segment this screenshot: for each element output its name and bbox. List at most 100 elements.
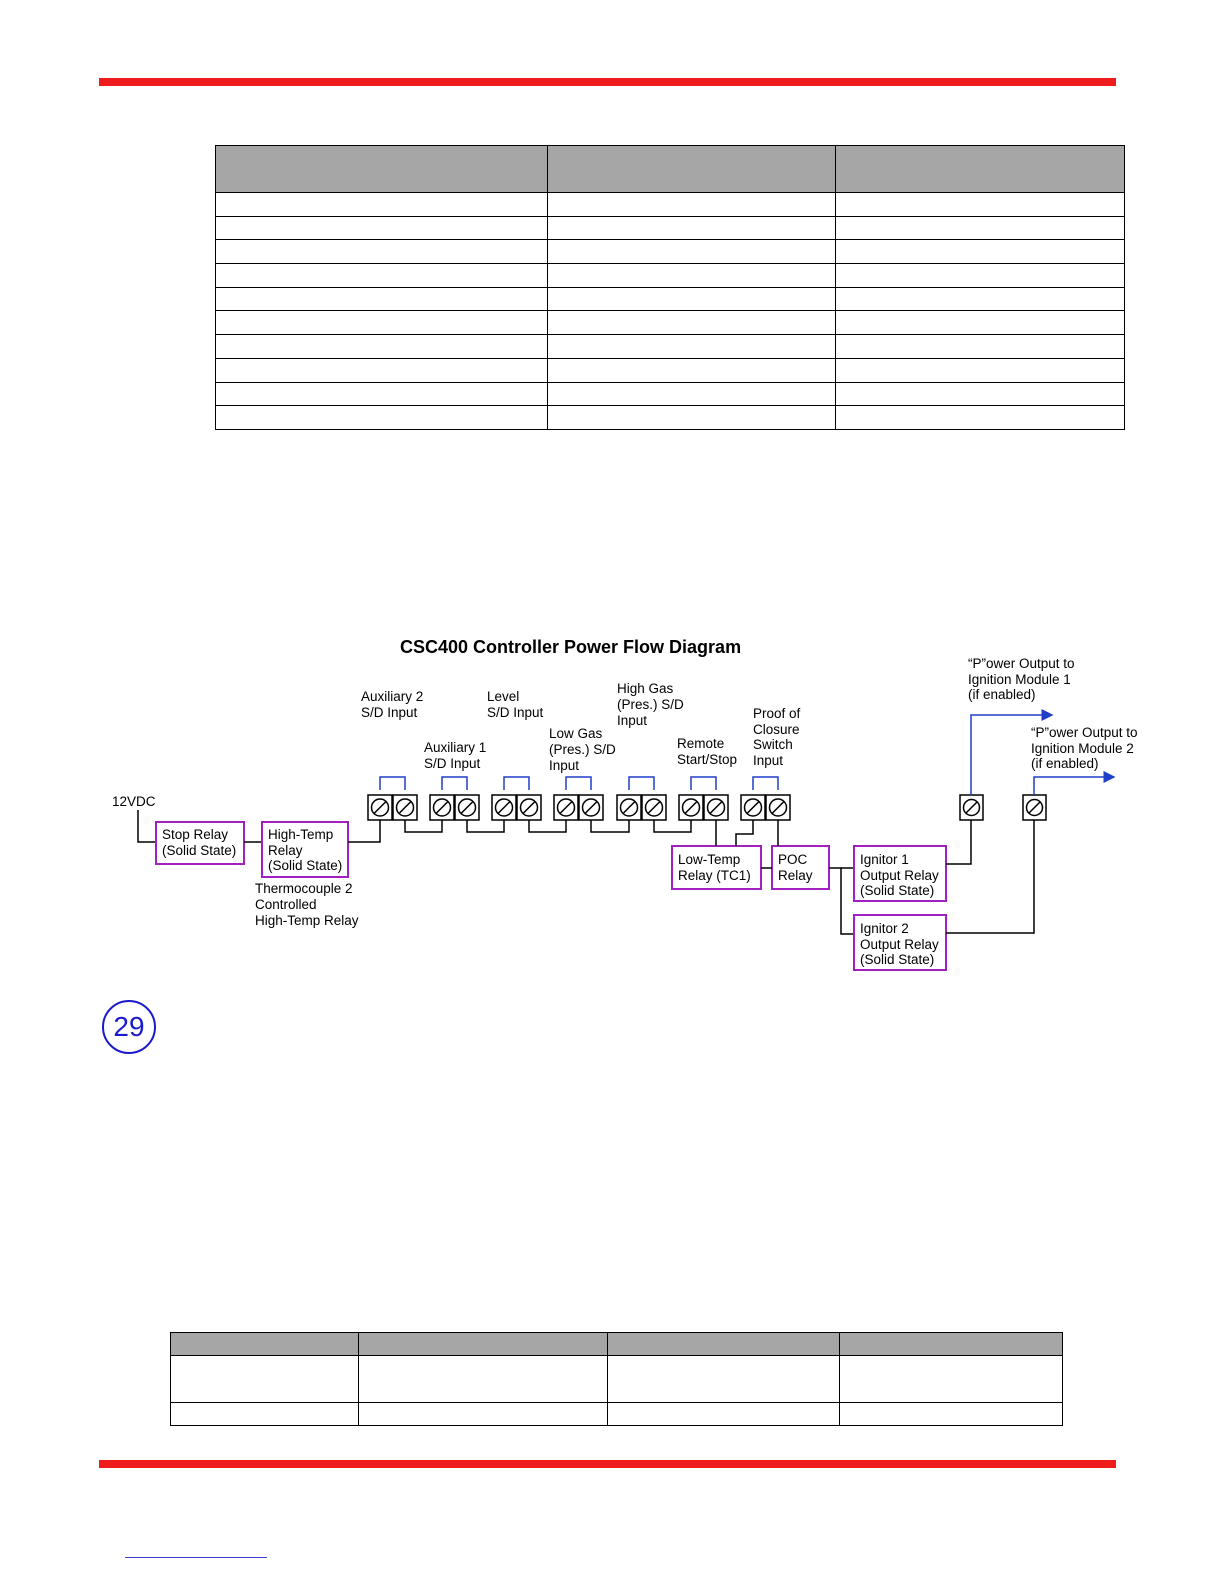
table-1-header-row	[215, 145, 1125, 193]
table-cell	[839, 1402, 1063, 1426]
high-temp-relay: High-Temp Relay (Solid State)	[261, 821, 349, 878]
power-output-arrow-1	[970, 709, 1054, 795]
table-cell	[835, 263, 1125, 288]
jumper-icon	[441, 776, 468, 790]
input-label-high-gas: (Pres.) S/D	[617, 697, 684, 712]
series-wire	[653, 820, 692, 833]
table-cell	[835, 405, 1125, 430]
series-wire	[404, 820, 443, 833]
poc-relay-label: Relay	[778, 868, 813, 883]
high-temp-note: High-Temp Relay	[255, 913, 359, 928]
table-cell	[358, 1355, 608, 1403]
high-temp-relay-label: Relay	[268, 843, 303, 858]
screw-terminal-icon	[641, 794, 667, 821]
ignitor-2-label: Ignitor 2	[860, 921, 909, 936]
table-1-header-cell	[835, 145, 1125, 193]
input-label-remote: Start/Stop	[677, 752, 737, 767]
input-label-remote: Remote	[677, 736, 724, 751]
input-label-high-gas: High Gas	[617, 681, 674, 696]
input-label-low-gas: Low Gas	[549, 726, 603, 741]
output-terminal-2	[1022, 794, 1047, 821]
table-row	[215, 357, 1125, 383]
ignitor-2-relay: Ignitor 2 Output Relay (Solid State)	[853, 914, 947, 971]
stop-relay-label: Stop Relay	[162, 827, 228, 842]
table-cell	[835, 286, 1125, 312]
terminal-strip	[367, 776, 791, 833]
screw-terminal-icon	[616, 794, 642, 821]
table-2-header-cell	[607, 1332, 840, 1356]
table-cell	[358, 1402, 608, 1426]
table-cell	[547, 286, 836, 312]
table-cell	[835, 334, 1125, 359]
supply-wire	[137, 810, 156, 843]
table-cell	[215, 239, 548, 265]
table-cell	[835, 357, 1125, 383]
table-row	[215, 381, 1125, 407]
stop-relay-label: (Solid State)	[162, 843, 236, 858]
table-cell	[835, 192, 1125, 217]
table-cell	[215, 215, 548, 241]
table-2	[170, 1332, 1063, 1426]
table-cell	[215, 357, 548, 383]
screw-terminal-icon	[678, 794, 704, 821]
table-2-header-cell	[839, 1332, 1063, 1356]
bottom-red-rule	[99, 1460, 1116, 1468]
table-1-header-cell	[547, 145, 836, 193]
table-cell	[215, 192, 548, 217]
footer-link-underline	[125, 1557, 267, 1558]
table-cell	[547, 405, 836, 430]
table-cell	[835, 239, 1125, 265]
screw-terminal-icon	[553, 794, 579, 821]
input-label-low-gas: Input	[549, 758, 579, 773]
table-cell	[215, 381, 548, 407]
output-label-2: Ignition Module 2	[1031, 741, 1134, 756]
table-cell	[839, 1355, 1063, 1403]
table-cell	[835, 215, 1125, 241]
table-cell	[547, 192, 836, 217]
table-cell	[607, 1402, 840, 1426]
screw-terminal-icon	[703, 794, 729, 821]
terminal-pair-proof	[740, 776, 791, 821]
input-label-low-gas: (Pres.) S/D	[549, 742, 616, 757]
table-cell	[547, 381, 836, 407]
table-cell	[547, 357, 836, 383]
poc-relay-label: POC	[778, 852, 808, 867]
jumper-icon	[503, 776, 530, 790]
table-row	[215, 334, 1125, 359]
diagram-title: CSC400 Controller Power Flow Diagram	[400, 637, 741, 657]
supply-label: 12VDC	[112, 794, 156, 809]
output-label-2: (if enabled)	[1031, 756, 1099, 771]
table-row	[215, 263, 1125, 288]
screw-terminal-icon	[740, 794, 766, 821]
input-label-aux1: S/D Input	[424, 756, 481, 771]
input-label-high-gas: Input	[617, 713, 647, 728]
screw-terminal-icon	[765, 794, 791, 821]
series-wire	[590, 820, 630, 833]
table-row	[215, 239, 1125, 265]
output-label-1: “P”ower Output to	[968, 656, 1075, 671]
ignitor-1-label: (Solid State)	[860, 883, 934, 898]
ignitor-1-label: Output Relay	[860, 868, 939, 883]
table-cell	[835, 381, 1125, 407]
table-cell	[607, 1355, 840, 1403]
terminal-pair-aux1	[429, 776, 480, 821]
series-wire	[466, 820, 505, 833]
output-label-2: “P”ower Output to	[1031, 725, 1138, 740]
ignitor-1-label: Ignitor 1	[860, 852, 909, 867]
high-temp-relay-label: High-Temp	[268, 827, 333, 842]
input-label-proof: Input	[753, 753, 783, 768]
series-wire	[528, 820, 567, 833]
low-temp-relay-label: Low-Temp	[678, 852, 740, 867]
jumper-icon	[379, 776, 406, 790]
step-number-badge: 29	[102, 1000, 156, 1054]
screw-terminal-icon	[367, 794, 393, 821]
input-label-proof: Switch	[753, 737, 793, 752]
table-row	[215, 192, 1125, 217]
input-label-aux2: S/D Input	[361, 705, 418, 720]
table-1-header-cell	[215, 145, 548, 193]
screw-terminal-icon	[516, 794, 542, 821]
jumper-icon	[565, 776, 592, 790]
input-label-level: Level	[487, 689, 519, 704]
input-label-level: S/D Input	[487, 705, 544, 720]
high-temp-note: Controlled	[255, 897, 317, 912]
